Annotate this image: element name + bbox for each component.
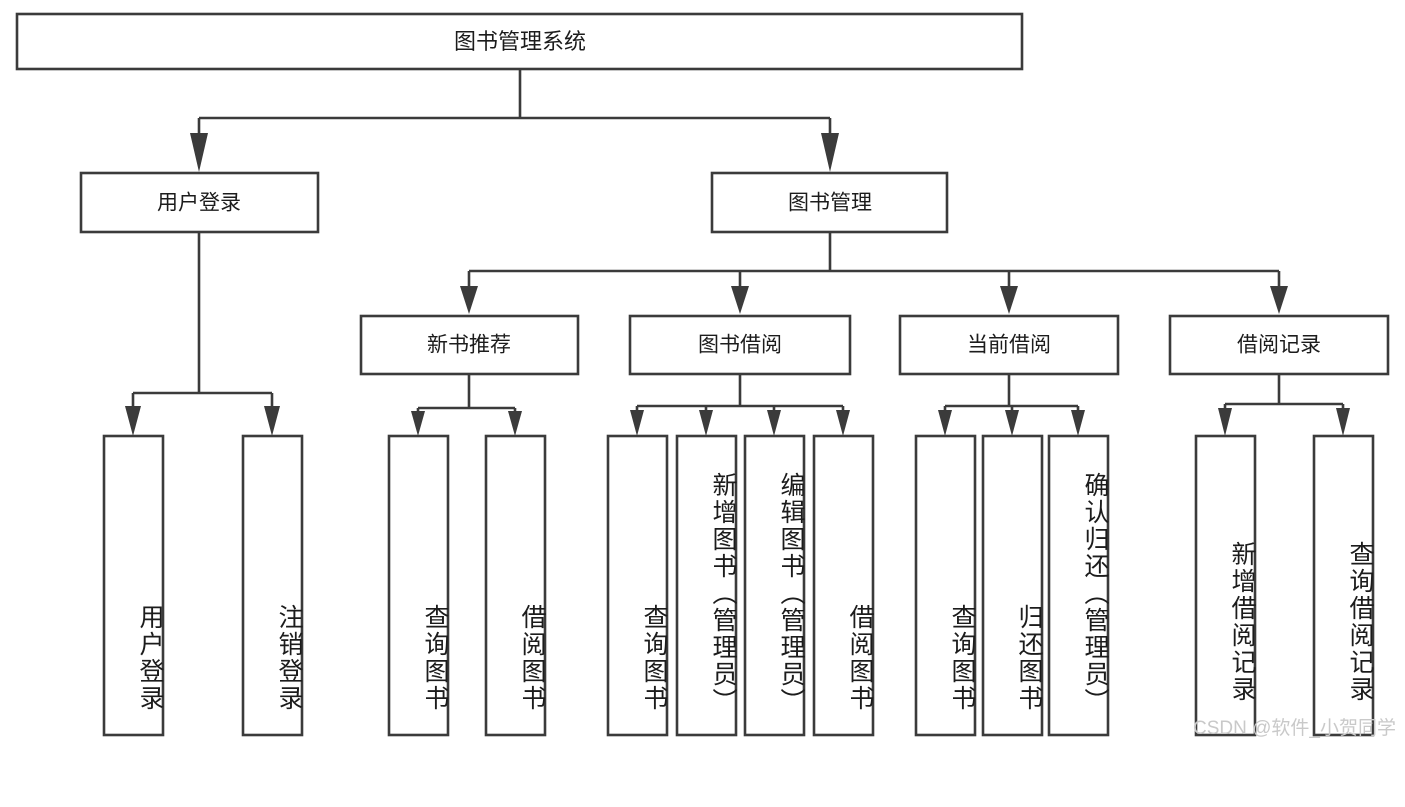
leaf-add-book-label: 新增图书（管理员） — [709, 472, 737, 715]
node-user-login-label: 用户登录 — [157, 192, 241, 215]
leaf-add-record-label: 新增借阅记录 — [1228, 540, 1256, 703]
arrow-head-book-management — [821, 133, 839, 172]
node-user-login-box[interactable] — [79, 171, 320, 234]
leaf-query-book-2-box[interactable] — [606, 434, 669, 737]
leaf-add-book-box[interactable] — [675, 434, 738, 737]
arrow-head-leaf-borrow-book-1 — [508, 411, 522, 436]
node-borrow-record-label: 借阅记录 — [1237, 334, 1321, 357]
arrow-head-book-borrow — [731, 286, 749, 314]
leaf-edit-book-label: 编辑图书（管理员） — [777, 472, 805, 715]
leaf-borrow-book-1-box[interactable] — [484, 434, 547, 737]
node-current-borrow[interactable]: 当前借阅 — [898, 314, 1120, 376]
node-root-box[interactable] — [15, 12, 1024, 71]
node-root-label: 图书管理系统 — [454, 29, 586, 54]
arrow-head-leaf-user-login — [125, 406, 141, 436]
leaf-query-book-1-label: 查询图书 — [421, 603, 449, 712]
leaf-user-login-box[interactable] — [102, 434, 165, 737]
node-new-book-recommend[interactable]: 新书推荐 — [359, 314, 580, 376]
node-book-management-box[interactable] — [710, 171, 949, 234]
arrow-head-leaf-add-book — [699, 410, 713, 436]
leaf-query-book-1-box[interactable] — [387, 434, 450, 737]
node-new-book-recommend-label: 新书推荐 — [427, 334, 511, 357]
node-book-management[interactable]: 图书管理 — [710, 171, 949, 234]
arrow-head-leaf-confirm-return — [1071, 410, 1085, 436]
arrow-head-borrow-record — [1270, 286, 1288, 314]
leaf-logout-login-label: 注销登录 — [275, 603, 303, 712]
arrow-head-leaf-query-record — [1336, 408, 1350, 436]
leaf-confirm-return-box[interactable] — [1047, 434, 1110, 737]
csdn-watermark: CSDN @软件_小贺同学 — [1193, 718, 1396, 739]
leaf-query-book-2-label: 查询图书 — [640, 603, 668, 712]
node-current-borrow-label: 当前借阅 — [967, 334, 1051, 357]
arrow-head-leaf-query-book-1 — [411, 411, 425, 436]
arrow-head-leaf-edit-book — [767, 410, 781, 436]
node-borrow-record[interactable]: 借阅记录 — [1168, 314, 1390, 376]
leaf-query-record-label: 查询借阅记录 — [1346, 540, 1374, 703]
node-current-borrow-box[interactable] — [898, 314, 1120, 376]
node-book-borrow-box[interactable] — [628, 314, 852, 376]
leaf-logout-login-box[interactable] — [241, 434, 304, 737]
node-book-management-label: 图书管理 — [788, 192, 872, 215]
arrow-head-leaf-add-record — [1218, 408, 1232, 436]
node-book-borrow[interactable]: 图书借阅 — [628, 314, 852, 376]
leaf-return-book-box[interactable] — [981, 434, 1044, 737]
leaf-edit-book-box[interactable] — [743, 434, 806, 737]
leaf-borrow-book-2-label: 借阅图书 — [846, 603, 874, 712]
leaf-query-record-box[interactable] — [1312, 434, 1375, 737]
arrow-head-leaf-query-book-2 — [630, 410, 644, 436]
arrow-head-leaf-borrow-book-2 — [836, 410, 850, 436]
leaf-borrow-book-1-label: 借阅图书 — [518, 603, 546, 712]
arrow-head-current-borrow — [1000, 286, 1018, 314]
leaf-borrow-book-2-box[interactable] — [812, 434, 875, 737]
leaf-query-book-3-box[interactable] — [914, 434, 977, 737]
leaf-return-book-label: 归还图书 — [1015, 603, 1043, 712]
node-root[interactable]: 图书管理系统 — [15, 12, 1024, 71]
arrow-head-leaf-query-book-3 — [938, 410, 952, 436]
node-borrow-record-box[interactable] — [1168, 314, 1390, 376]
leaf-query-book-3-label: 查询图书 — [948, 603, 976, 712]
node-book-borrow-label: 图书借阅 — [698, 334, 782, 357]
arrow-head-leaf-logout-login — [264, 406, 280, 436]
leaf-add-record-box[interactable] — [1194, 434, 1257, 737]
connectors-layer — [125, 69, 1350, 436]
arrow-head-leaf-return-book — [1005, 410, 1019, 436]
diagram-canvas: 图书管理系统 用户登录 图书管理 新书推荐 图书借阅 当前借阅 借阅记录 — [15, 12, 1396, 739]
leaf-user-login-label: 用户登录 — [136, 603, 164, 712]
node-user-login[interactable]: 用户登录 — [79, 171, 320, 234]
flowchart-svg: 图书管理系统 用户登录 图书管理 新书推荐 图书借阅 当前借阅 借阅记录 — [15, 12, 1390, 737]
node-new-book-recommend-box[interactable] — [359, 314, 580, 376]
arrow-head-user-login — [190, 133, 208, 172]
leaf-boxes-layer — [102, 434, 1375, 737]
arrow-head-new-book-recommend — [460, 286, 478, 314]
leaf-confirm-return-label: 确认归还（管理员） — [1081, 472, 1109, 715]
